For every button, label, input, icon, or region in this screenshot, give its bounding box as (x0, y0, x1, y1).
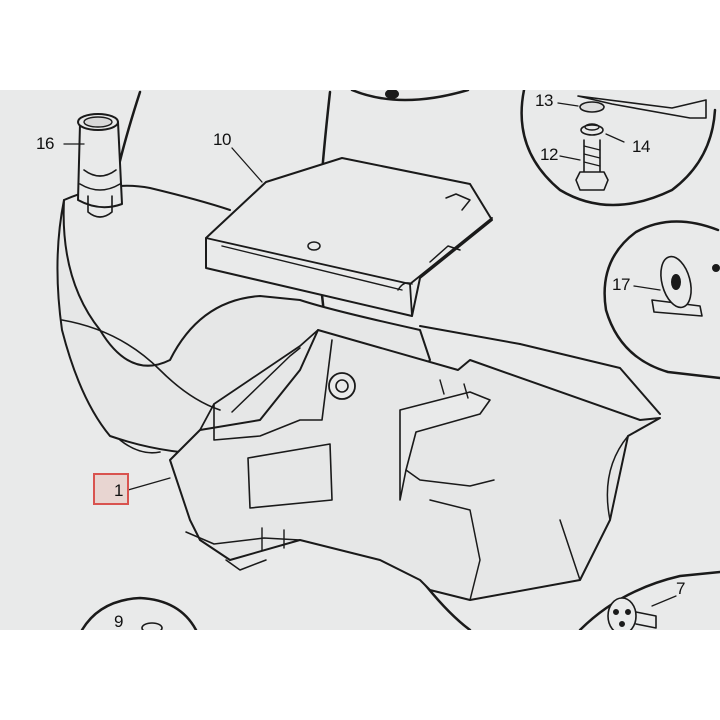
callout-14: 14 (632, 137, 650, 156)
callout-9: 9 (114, 612, 123, 630)
callout-13: 13 (535, 91, 553, 110)
cover-plate (205, 147, 493, 317)
callout-10: 10 (213, 130, 231, 149)
parts-diagram (56, 90, 720, 630)
detail-circle-fasteners (520, 90, 717, 207)
callout-1: 1 (114, 481, 123, 500)
callout-7: 7 (676, 579, 685, 598)
detail-circle-17 (603, 220, 720, 380)
detail-circle-top (350, 90, 470, 102)
housing-assembly (127, 325, 661, 601)
callout-17: 17 (612, 275, 630, 294)
detail-circle-7 (578, 570, 720, 630)
callout-16: 16 (36, 134, 54, 153)
callout-12: 12 (540, 145, 558, 164)
diagram-screen: 16 10 13 14 12 17 1 9 7 (0, 90, 720, 630)
highlighted-part-box[interactable] (93, 473, 129, 505)
detail-circle-9 (80, 596, 198, 630)
